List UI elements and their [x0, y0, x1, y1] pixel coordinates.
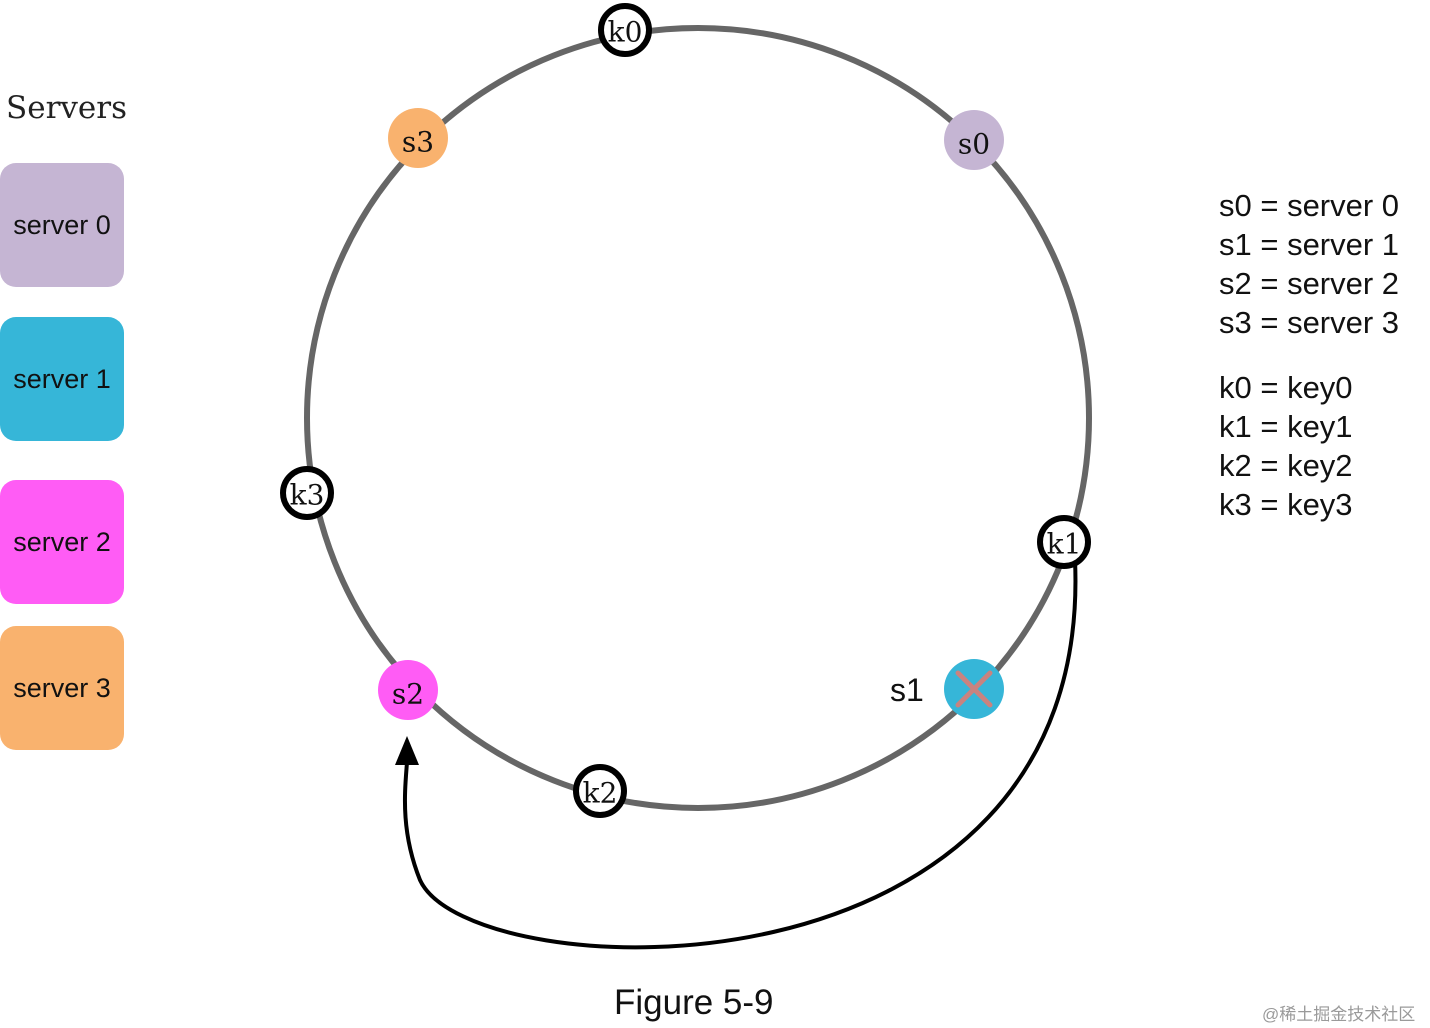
- legend-server-2: s2 = server 2: [1219, 266, 1400, 301]
- server-node-s2-dot: [378, 660, 438, 720]
- server-node-s3: s3: [388, 108, 448, 168]
- legend-key-0: k0 = key0: [1219, 370, 1353, 405]
- key-node-k0-ring: [598, 3, 652, 57]
- key-node-k0-label: k0: [608, 16, 643, 49]
- key-node-k3: k3: [280, 466, 334, 520]
- removed-x-icon: [955, 670, 993, 708]
- server-3-label: server 3: [13, 672, 111, 703]
- legend-key-3: k3 = key3: [1219, 487, 1353, 522]
- servers-title: Servers: [6, 90, 127, 126]
- redistribution-arrow: [402, 559, 1078, 950]
- server-node-s1: s1: [890, 659, 1004, 719]
- figure-caption: Figure 5-9: [614, 983, 774, 1022]
- server-node-s3-label: s3: [402, 126, 434, 159]
- server-2-box: server 2: [0, 480, 124, 604]
- server-1-label: server 1: [13, 363, 111, 394]
- server-node-s0-dot: [944, 110, 1004, 170]
- server-node-s0: s0: [944, 110, 1004, 170]
- watermark: @稀土掘金技术社区: [1262, 1005, 1416, 1024]
- key-node-k0: k0: [598, 3, 652, 57]
- legend-spacer: [1219, 342, 1399, 368]
- legend: s0 = server 0 s1 = server 1 s2 = server …: [1219, 186, 1399, 524]
- arrow-head: [395, 736, 419, 765]
- server-1-box: server 1: [0, 317, 124, 441]
- server-0-label: server 0: [13, 209, 111, 240]
- server-node-s2-label: s2: [392, 678, 424, 711]
- server-node-s2: s2: [378, 660, 438, 720]
- server-node-s1-side-label: s1: [890, 672, 924, 708]
- server-2-label: server 2: [13, 526, 111, 557]
- server-node-s0-label: s0: [958, 128, 990, 161]
- legend-key-1: k1 = key1: [1219, 409, 1353, 444]
- key-node-k2-ring: [573, 764, 627, 818]
- hash-ring: [304, 25, 1092, 811]
- server-node-s3-dot: [388, 108, 448, 168]
- legend-server-3: s3 = server 3: [1219, 305, 1400, 340]
- server-3-box: server 3: [0, 626, 124, 750]
- key-node-k1: k1: [1037, 515, 1091, 569]
- legend-key-2: k2 = key2: [1219, 448, 1353, 483]
- key-node-k3-ring: [280, 466, 334, 520]
- legend-server-1: s1 = server 1: [1219, 227, 1400, 262]
- legend-server-0: s0 = server 0: [1219, 188, 1400, 223]
- key-node-k2: k2: [573, 764, 627, 818]
- server-0-box: server 0: [0, 163, 124, 287]
- key-node-k2-label: k2: [583, 777, 618, 810]
- key-node-k3-label: k3: [290, 479, 325, 512]
- key-node-k1-label: k1: [1047, 528, 1082, 561]
- key-node-k1-ring: [1037, 515, 1091, 569]
